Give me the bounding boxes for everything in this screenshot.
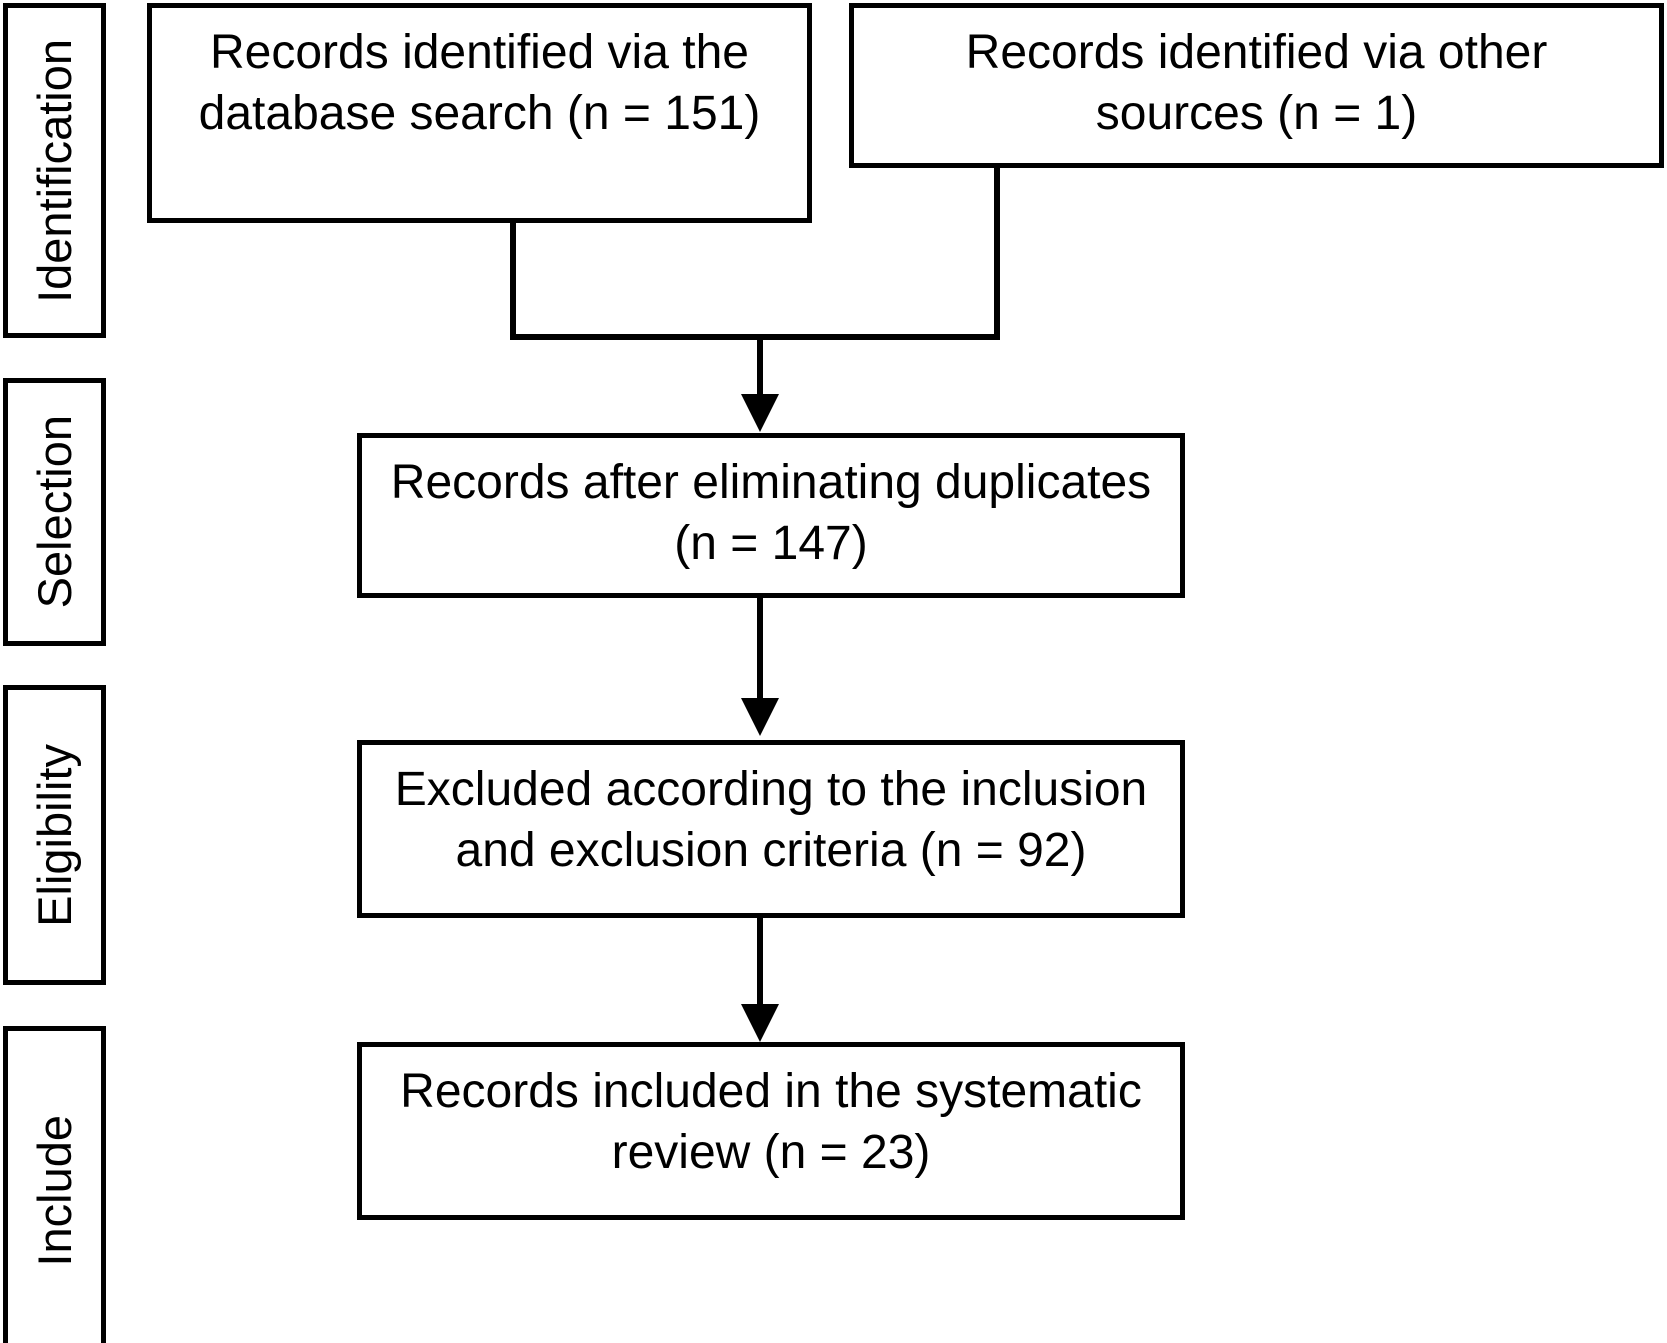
flow-box-records-after-duplicates: Records after eliminating duplicates (n …: [357, 433, 1185, 598]
connector-line-from-database-search: [510, 220, 516, 340]
stage-box-identification: Identification: [3, 3, 106, 338]
flow-box-records-other-sources-text: Records identified via other sources (n …: [965, 26, 1548, 141]
flow-box-records-database-search: Records identified via the database sear…: [147, 3, 812, 223]
arrowhead-to-records-included: [741, 1004, 779, 1042]
stage-label-include: Include: [28, 1115, 81, 1267]
connector-merge-stem: [757, 334, 763, 399]
stage-box-selection: Selection: [3, 378, 106, 646]
stage-label-eligibility: Eligibility: [28, 743, 81, 927]
stage-label-selection: Selection: [28, 415, 81, 609]
arrowhead-to-records-after-duplicates: [741, 394, 779, 432]
connector-merge-horizontal: [510, 334, 1000, 340]
connector-duplicates-to-excluded: [757, 598, 763, 703]
flow-box-records-excluded-text: Excluded according to the inclusion and …: [394, 763, 1148, 878]
flow-box-records-included: Records included in the systematic revie…: [357, 1042, 1185, 1220]
flow-box-records-after-duplicates-text: Records after eliminating duplicates (n …: [390, 456, 1152, 571]
stage-box-eligibility: Eligibility: [3, 685, 106, 985]
flow-box-records-excluded: Excluded according to the inclusion and …: [357, 740, 1185, 918]
stage-label-identification: Identification: [28, 38, 81, 303]
flow-box-records-database-search-text: Records identified via the database sear…: [198, 26, 761, 141]
connector-excluded-to-included: [757, 918, 763, 1008]
flow-box-records-other-sources: Records identified via other sources (n …: [849, 3, 1664, 168]
flow-box-records-included-text: Records included in the systematic revie…: [400, 1065, 1142, 1180]
stage-box-include: Include: [3, 1026, 106, 1343]
arrowhead-to-records-excluded: [741, 698, 779, 736]
connector-line-from-other-sources: [994, 165, 1000, 340]
